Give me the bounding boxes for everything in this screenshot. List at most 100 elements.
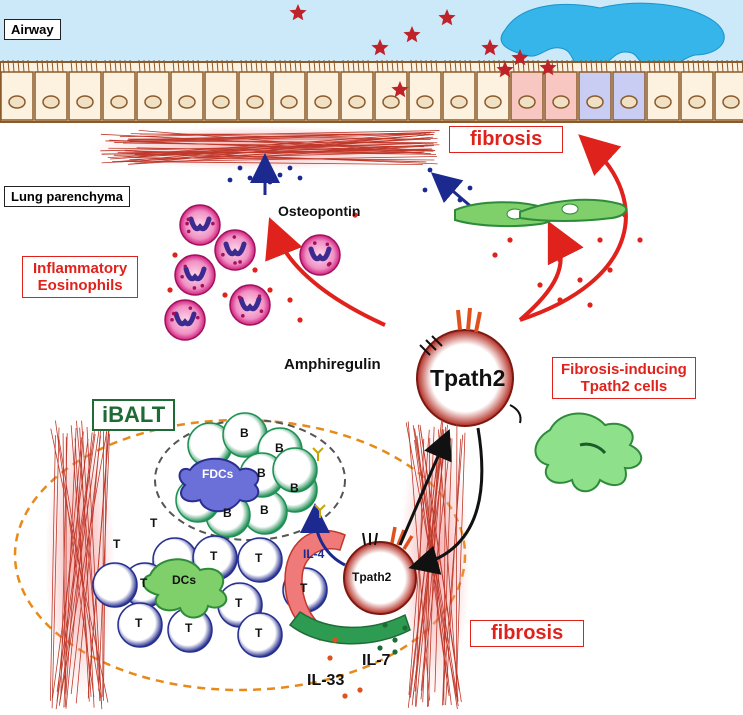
b-cell-label: B — [260, 504, 269, 517]
nucleus — [485, 96, 501, 108]
nucleus — [689, 96, 705, 108]
fibrosis-inducing-label: Fibrosis-inducing Tpath2 cells — [552, 357, 696, 399]
nucleus — [587, 96, 603, 108]
granule — [172, 312, 176, 316]
osteopontin-label: Osteopontin — [278, 204, 360, 219]
dot — [402, 625, 407, 630]
b-cell-label: B — [257, 467, 266, 480]
dendritic-cell-right — [535, 414, 641, 492]
inflammatory-eosinophils-line1: Inflammatory — [33, 260, 127, 277]
nucleus — [349, 96, 365, 108]
nucleus — [145, 96, 161, 108]
dot — [172, 252, 177, 257]
nucleus — [451, 96, 467, 108]
dot — [332, 637, 337, 642]
granule — [233, 261, 237, 265]
nucleus — [77, 96, 93, 108]
dot — [357, 687, 362, 692]
dot — [537, 282, 542, 287]
t-cell-label: T — [300, 582, 307, 595]
granule — [186, 218, 190, 222]
t-cell-label: T — [255, 552, 262, 565]
eosinophils — [165, 205, 340, 340]
dot — [297, 317, 302, 322]
t-cell-label: T — [235, 597, 242, 610]
dot — [288, 166, 293, 171]
dot — [342, 693, 347, 698]
nucleus — [247, 96, 263, 108]
b-cell-label: B — [290, 482, 299, 495]
granule — [328, 262, 332, 266]
nucleus — [213, 96, 229, 108]
airway-label: Airway — [4, 19, 61, 40]
fibrosis-inducing-line2: Tpath2 cells — [561, 378, 687, 395]
granule — [241, 314, 245, 318]
il7-label: IL-7 — [362, 652, 390, 670]
dot — [423, 188, 428, 193]
dot — [278, 173, 283, 178]
granule — [326, 242, 330, 246]
dot — [238, 166, 243, 171]
tpath2-small-label: Tpath2 — [352, 571, 391, 584]
arrow-to-fibrosis-top — [520, 145, 626, 320]
il4-label: IL-4 — [303, 548, 324, 561]
nucleus — [723, 96, 739, 108]
nucleus — [383, 96, 399, 108]
dot — [392, 637, 397, 642]
dot — [298, 176, 303, 181]
amphiregulin-label: Amphiregulin — [284, 357, 381, 374]
nucleus — [553, 96, 569, 108]
dot — [468, 186, 473, 191]
granule — [183, 265, 187, 269]
dot — [268, 180, 273, 185]
t-cell-label: T — [135, 617, 142, 630]
granule — [189, 306, 193, 310]
dcs-label: DCs — [172, 574, 196, 587]
nucleus — [655, 96, 671, 108]
dot — [577, 277, 582, 282]
nucleus — [43, 96, 59, 108]
fibrosis-inducing-line1: Fibrosis-inducing — [561, 361, 687, 378]
dot — [377, 645, 382, 650]
granule — [238, 260, 242, 264]
b-cell-label: B — [223, 507, 232, 520]
fibrosis-bottom-label: fibrosis — [470, 620, 584, 647]
granule — [233, 235, 237, 239]
t-cell-label: T — [185, 622, 192, 635]
b-cell-label: B — [240, 427, 249, 440]
inflammatory-eosinophils-label: Inflammatory Eosinophils — [22, 256, 138, 298]
nucleus — [281, 96, 297, 108]
stromal-arc-green — [290, 612, 410, 644]
ibalt-label: iBALT — [92, 399, 175, 431]
t-cell-label: T — [210, 550, 217, 563]
t-cell-label: T — [150, 517, 157, 530]
lung-parenchyma-label: Lung parenchyma — [4, 186, 130, 207]
il33-label: IL-33 — [307, 672, 344, 690]
fdcs-label: FDCs — [202, 468, 233, 481]
dot — [428, 168, 433, 173]
granule — [196, 316, 200, 320]
granule — [238, 296, 242, 300]
nucleus — [111, 96, 127, 108]
airway-epithelium — [0, 60, 743, 122]
granule — [211, 222, 215, 226]
dot — [267, 287, 272, 292]
nucleus — [621, 96, 637, 108]
t-cell — [93, 563, 137, 607]
dot — [287, 297, 292, 302]
granule — [170, 318, 174, 322]
nucleus — [417, 96, 433, 108]
nucleus — [519, 96, 535, 108]
fibrosis-top-label: fibrosis — [449, 126, 563, 153]
dot — [252, 267, 257, 272]
granule — [260, 309, 264, 313]
tpath2-main-label: Tpath2 — [430, 366, 505, 391]
granule — [187, 230, 191, 234]
granule — [193, 286, 197, 290]
dot — [392, 649, 397, 654]
dot — [327, 655, 332, 660]
dot — [587, 302, 592, 307]
granule — [221, 253, 225, 257]
dot — [492, 252, 497, 257]
nucleus — [9, 96, 25, 108]
